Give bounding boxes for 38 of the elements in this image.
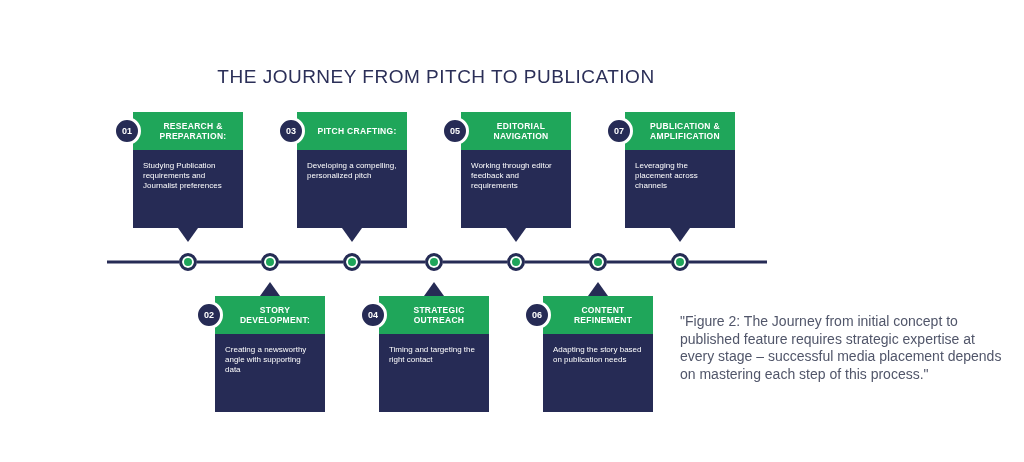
step-heading: STORY DEVELOPMENT: xyxy=(215,296,325,334)
step-heading: EDITORIAL NAVIGATION xyxy=(461,112,571,150)
diagram-title: THE JOURNEY FROM PITCH TO PUBLICATION xyxy=(217,65,655,89)
timeline-dot xyxy=(425,253,443,271)
step-description: Timing and targeting the right contact xyxy=(379,334,489,412)
step-description: Creating a newsworthy angle with supporting data xyxy=(215,334,325,412)
step-number-badge: 03 xyxy=(277,117,305,145)
timeline-dot xyxy=(261,253,279,271)
figure-caption: "Figure 2: The Journey from initial concept to published feature requires strategic expertise at every stage – successful media placement depends on mastering each step of this process." xyxy=(680,313,1003,383)
step-heading: STRATEGIC OUTREACH xyxy=(379,296,489,334)
timeline-line xyxy=(279,260,343,264)
timeline-dot xyxy=(179,253,197,271)
step-description: Adapting the story based on publication needs xyxy=(543,334,653,412)
step-number-badge: 05 xyxy=(441,117,469,145)
timeline-line xyxy=(107,260,179,264)
timeline-line xyxy=(525,260,589,264)
step-description: Studying Publication requirements and Journalist preferences xyxy=(133,150,243,228)
timeline-line xyxy=(689,260,767,264)
step-heading: PUBLICATION & AMPLIFICATION xyxy=(625,112,735,150)
step-description: Working through editor feedback and requirements xyxy=(461,150,571,228)
timeline-line xyxy=(361,260,425,264)
step-number-badge: 02 xyxy=(195,301,223,329)
timeline-dot xyxy=(343,253,361,271)
step-number-badge: 04 xyxy=(359,301,387,329)
step-heading: CONTENT REFINEMENT xyxy=(543,296,653,334)
timeline-line xyxy=(197,260,261,264)
step-heading: PITCH CRAFTING: xyxy=(297,112,407,150)
timeline-dot xyxy=(507,253,525,271)
step-heading: RESEARCH & PREPARATION: xyxy=(133,112,243,150)
timeline-dot xyxy=(671,253,689,271)
step-number-badge: 06 xyxy=(523,301,551,329)
timeline-line xyxy=(607,260,671,264)
step-number-badge: 01 xyxy=(113,117,141,145)
step-number-badge: 07 xyxy=(605,117,633,145)
timeline-dot xyxy=(589,253,607,271)
step-description: Developing a compelling, personalized pitch xyxy=(297,150,407,228)
timeline-line xyxy=(443,260,507,264)
step-description: Leveraging the placement across channels xyxy=(625,150,735,228)
